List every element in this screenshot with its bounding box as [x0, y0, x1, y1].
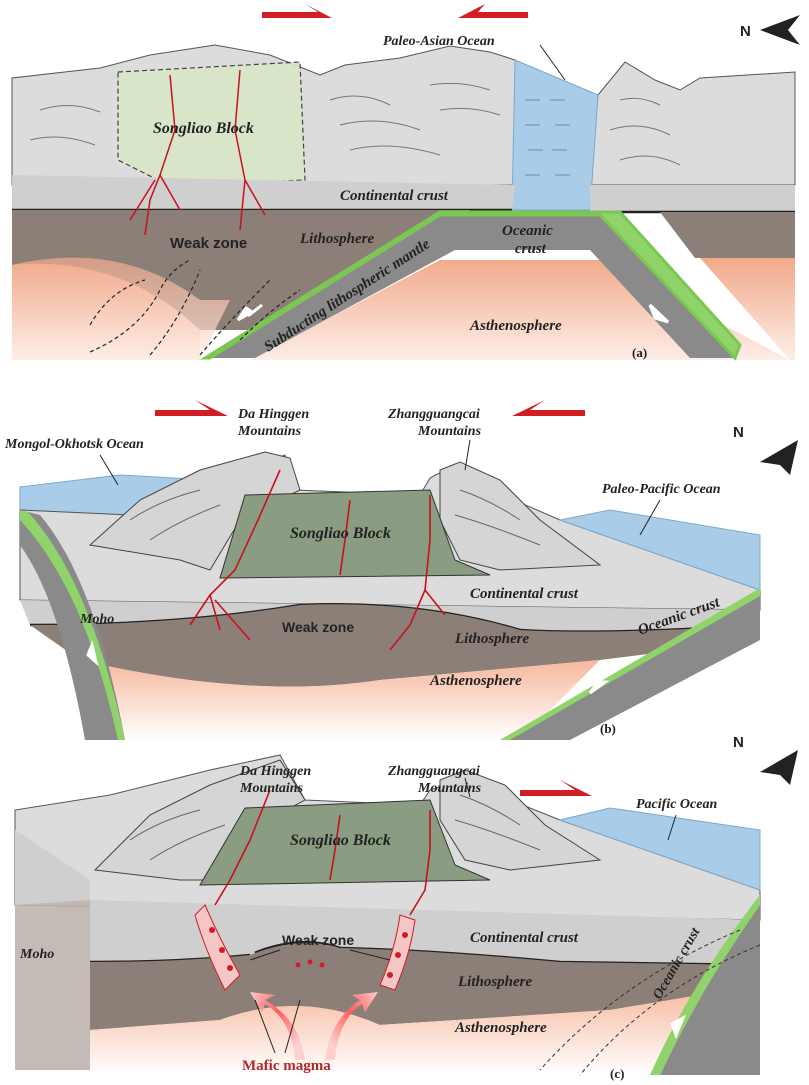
- panel-a-block-label: Songliao Block: [153, 120, 254, 137]
- panel-c-ocean-right: [558, 807, 761, 891]
- panel-c-moho-label: Moho: [19, 947, 54, 962]
- panel-b-oceanic-crust: [500, 588, 760, 740]
- panel-b-block-label: Songliao Block: [290, 525, 391, 542]
- panel-c-da-hinggen-mountains: [93, 759, 306, 881]
- panel-b-mountain-right-label-2: Mountains: [417, 424, 482, 439]
- panel-a-ocean-dashes: [525, 99, 570, 176]
- panel-c-magma-arrows: [250, 992, 378, 1060]
- panel-c-mountain-left-label-1: Da Hinggen: [239, 764, 311, 779]
- panel-b-asthenosphere: [80, 660, 600, 740]
- panel-c-asthenosphere-label: Asthenosphere: [454, 1020, 547, 1036]
- panel-a-weak-zone-label: Weak zone: [170, 235, 247, 252]
- panel-b: N Mongol-Okhotsk Ocean Da Hinggen Mounta…: [4, 400, 798, 740]
- panel-a-north-arrow: N: [740, 15, 800, 45]
- panel-b-moho-label: Moho: [79, 612, 114, 627]
- panel-b-ridges: [129, 489, 541, 546]
- panel-a-continental-crust-label: Continental crust: [340, 188, 449, 204]
- panel-b-lithosphere-label: Lithosphere: [454, 631, 530, 647]
- panel-a: N Paleo-Asian Ocean Songliao Block Conti…: [11, 4, 800, 361]
- panel-b-asthenosphere-label: Asthenosphere: [429, 673, 522, 689]
- panel-a-subducting-slab: [205, 215, 735, 358]
- panel-b-mountain-left-label-1: Da Hinggen: [237, 407, 309, 422]
- panel-b-mountain-left-label-2: Mountains: [237, 424, 302, 439]
- panel-c-continental-crust-label: Continental crust: [470, 930, 579, 946]
- panel-b-ocean-right: [558, 509, 761, 591]
- panel-c-continental-crust: [90, 900, 760, 965]
- panel-a-songliao-block: [117, 61, 306, 187]
- panel-c-mountain-left-label-2: Mountains: [239, 781, 304, 796]
- panel-b-left-slab: [20, 510, 125, 740]
- panel-c-former-slab: [539, 929, 761, 1076]
- panel-a-oceanic-crust: [199, 210, 742, 361]
- panel-b-weak-zone-label: Weak zone: [282, 619, 354, 635]
- panel-b-ocean-left-label: Mongol-Okhotsk Ocean: [4, 437, 144, 452]
- panel-c-lithosphere: [90, 942, 760, 1030]
- panel-b-continental-crust: [20, 600, 760, 632]
- panel-b-lithosphere: [30, 604, 760, 687]
- panel-c-north-arrow: N: [733, 734, 798, 785]
- panel-c-mountain-right-label-1: Zhangguangcai: [387, 764, 480, 779]
- panel-c-asthenosphere: [90, 985, 760, 1075]
- panel-a-lithosphere: [12, 210, 470, 330]
- panel-c-magma-label: Mafic magma: [242, 1058, 331, 1074]
- panel-b-faults: [189, 469, 446, 651]
- panel-b-shear-arrows: [155, 400, 585, 416]
- panel-a-asthenosphere: [12, 258, 795, 360]
- panel-a-lithosphere-label: Lithosphere: [299, 231, 375, 247]
- panel-c-zhangguangcai-mountains: [439, 769, 602, 871]
- panel-a-ridges: [29, 82, 681, 166]
- panel-b-mountain-right-label-1: Zhangguangcai: [387, 407, 480, 422]
- panel-c-north-label: N: [733, 734, 744, 751]
- panel-b-songliao-block: [219, 489, 491, 579]
- panel-c-right-slab: [660, 905, 760, 1075]
- panel-a-shear-arrows: [262, 4, 528, 18]
- panel-a-asthenosphere-label: Asthenosphere: [469, 318, 562, 334]
- panel-a-continental-crust: [12, 175, 515, 210]
- panel-c-block-label: Songliao Block: [290, 832, 391, 849]
- panel-c-ridges: [129, 794, 541, 861]
- panel-b-zhangguangcai-mountains: [439, 461, 602, 571]
- panel-c-mountain-right-label-2: Mountains: [417, 781, 482, 796]
- panel-a-label: (a): [632, 345, 647, 360]
- panel-c: N Da Hinggen Mountains Zhangguangcai Mou…: [14, 734, 798, 1081]
- panel-b-north-arrow: N: [733, 424, 798, 475]
- panel-a-faults: [129, 69, 266, 236]
- panel-a-north-label: N: [740, 23, 751, 40]
- panel-a-ocean-label: Paleo-Asian Ocean: [383, 34, 495, 49]
- panel-c-shear-arrow: [520, 780, 592, 796]
- panel-c-songliao-block: [199, 799, 491, 886]
- panel-c-ocean-right-label: Pacific Ocean: [636, 797, 717, 812]
- panel-a-oceanic-label-2: crust: [515, 241, 547, 257]
- panel-c-label: (c): [610, 1066, 624, 1081]
- panel-c-magma-channels: [194, 904, 416, 991]
- panel-c-weak-zone-label: Weak zone: [282, 932, 354, 948]
- panel-a-ocean: [511, 59, 599, 211]
- panel-b-north-label: N: [733, 424, 744, 441]
- panel-b-label: (b): [600, 721, 616, 736]
- panel-a-mountains-right: [589, 61, 796, 186]
- panel-c-lithosphere-label: Lithosphere: [457, 974, 533, 990]
- panel-a-mantle-flow: [89, 259, 301, 356]
- panel-b-continental-crust-label: Continental crust: [470, 586, 579, 602]
- panel-a-oceanic-label-1: Oceanic: [502, 223, 553, 239]
- panel-c-faults: [214, 789, 431, 916]
- panel-b-da-hinggen-mountains: [88, 451, 301, 571]
- panel-b-ocean-right-label: Paleo-Pacific Ocean: [602, 482, 721, 497]
